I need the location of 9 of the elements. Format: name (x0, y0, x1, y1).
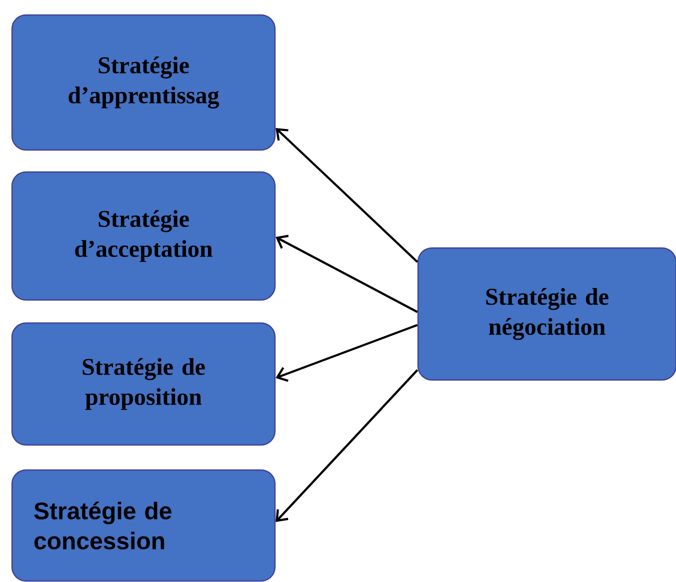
arrow (276, 128, 418, 263)
strategy-box: Stratégie de négociation (417, 247, 676, 381)
arrow (276, 324, 418, 382)
strategy-box: Stratégie d’apprentissag (11, 14, 276, 151)
strategy-box: Stratégie de proposition (11, 322, 276, 446)
arrow (276, 234, 418, 313)
strategy-box: Stratégie d’acceptation (11, 171, 276, 301)
strategy-box: Stratégie de concession (11, 469, 276, 582)
arrow (276, 369, 418, 522)
